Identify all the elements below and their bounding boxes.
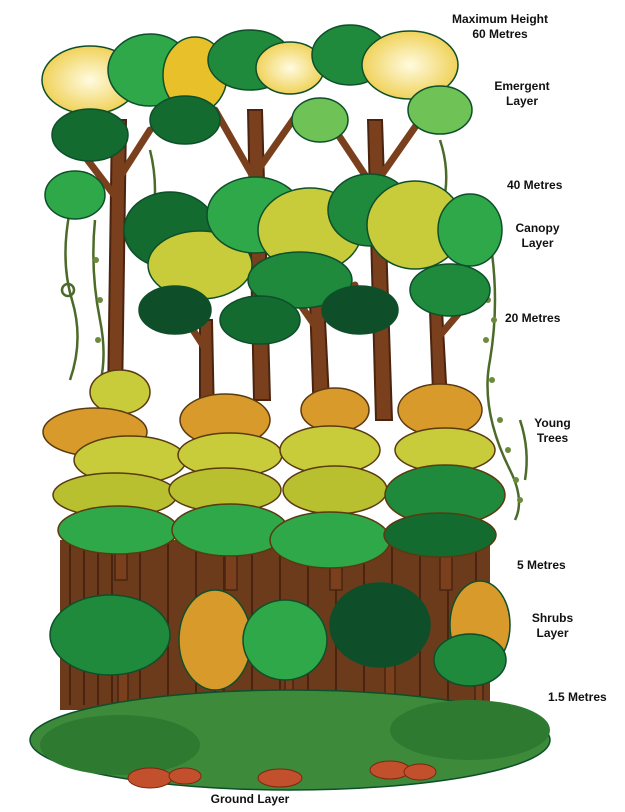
canopy-layer-label: Canopy Layer [500,221,575,251]
emergent-layer-label-line2: Layer [482,94,562,109]
young-trees-label-line1: Young [515,416,590,431]
height-5m-label: 5 Metres [517,558,566,573]
young-tree-crowns [43,370,505,568]
max-height-label-line1: Maximum Height [440,12,560,27]
ground-layer [30,690,550,790]
height-20m-label: 20 Metres [505,311,560,326]
max-height-label-line2: 60 Metres [440,27,560,42]
emergent-layer-label-line1: Emergent [482,79,562,94]
height-40m-label: 40 Metres [507,178,562,193]
ground-layer-label: Ground Layer [190,792,310,807]
shrubs-layer-label-line1: Shrubs [515,611,590,626]
young-trees-label: Young Trees [515,416,590,446]
emergent-layer-label: Emergent Layer [482,79,562,109]
canopy-layer-label-line2: Layer [500,236,575,251]
canopy-layer-label-line1: Canopy [500,221,575,236]
max-height-label: Maximum Height 60 Metres [440,12,560,42]
height-1-5m-label: 1.5 Metres [548,690,607,705]
shrubs-layer-label-line2: Layer [515,626,590,641]
young-trees-label-line2: Trees [515,431,590,446]
shrubs-layer-label: Shrubs Layer [515,611,590,641]
